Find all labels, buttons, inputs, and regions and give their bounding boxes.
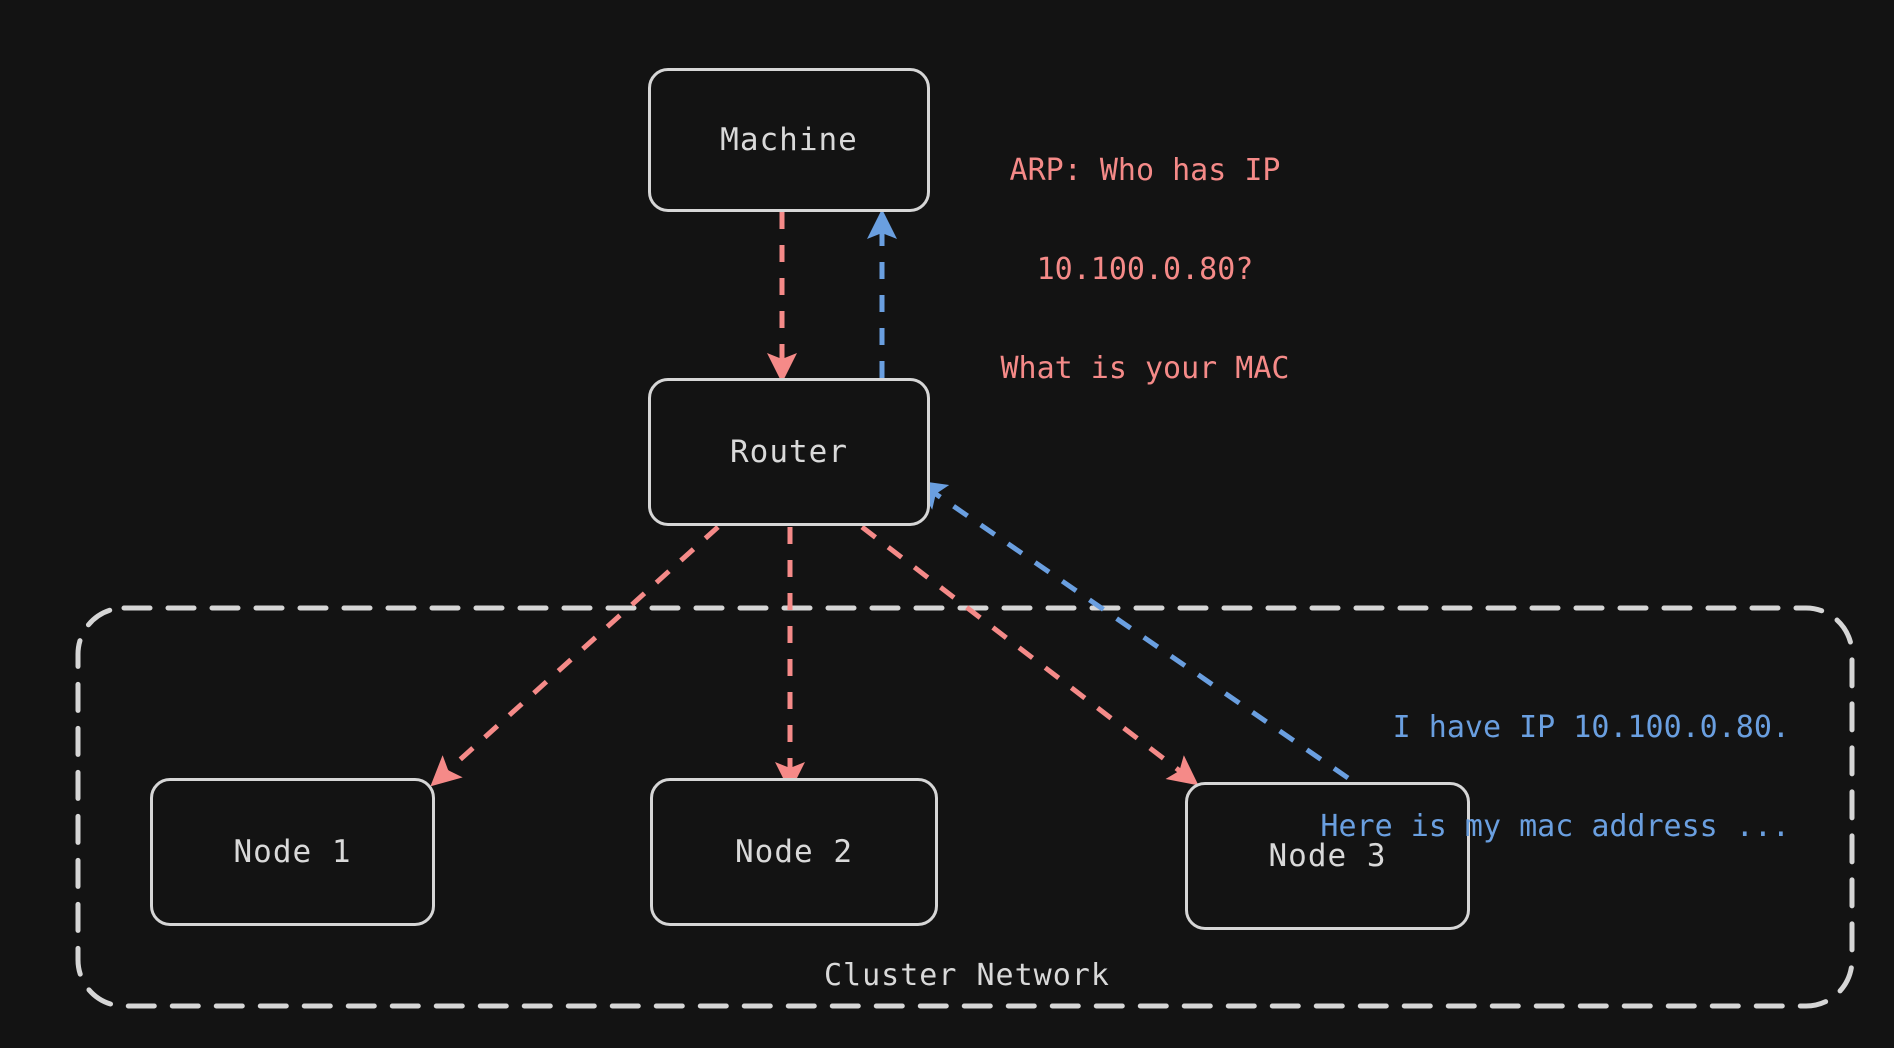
edge-label-arp-reply: I have IP 10.100.0.80. Here is my mac ad… — [1210, 645, 1790, 909]
edge-label-arp-request: ARP: Who has IP 10.100.0.80? What is you… — [985, 88, 1305, 451]
node-node2-label: Node 2 — [735, 834, 853, 870]
node-router[interactable]: Router — [648, 378, 930, 526]
node-node3[interactable]: Node 3 — [1185, 782, 1470, 930]
arp-reply-line-2: Here is my mac address ... — [1320, 809, 1790, 844]
node-node2[interactable]: Node 2 — [650, 778, 938, 926]
cluster-network-title-text: Cluster Network — [824, 958, 1110, 993]
node-node1-label: Node 1 — [233, 834, 352, 870]
arp-request-line-2: 10.100.0.80? — [1036, 252, 1254, 287]
arp-request-line-1: ARP: Who has IP — [1009, 153, 1281, 188]
edge-router-to-node3 — [860, 525, 1199, 786]
arp-reply-line-1: I have IP 10.100.0.80. — [1392, 710, 1790, 745]
node-router-label: Router — [730, 434, 848, 470]
edge-router-to-node1 — [430, 525, 720, 787]
node-node1[interactable]: Node 1 — [150, 778, 435, 926]
node-node3-label: Node 3 — [1268, 838, 1387, 874]
node-machine-label: Machine — [720, 122, 858, 158]
cluster-network-label: Cluster Network — [824, 958, 1110, 993]
arp-request-line-3: What is your MAC — [1000, 351, 1290, 386]
node-machine[interactable]: Machine — [648, 68, 930, 212]
